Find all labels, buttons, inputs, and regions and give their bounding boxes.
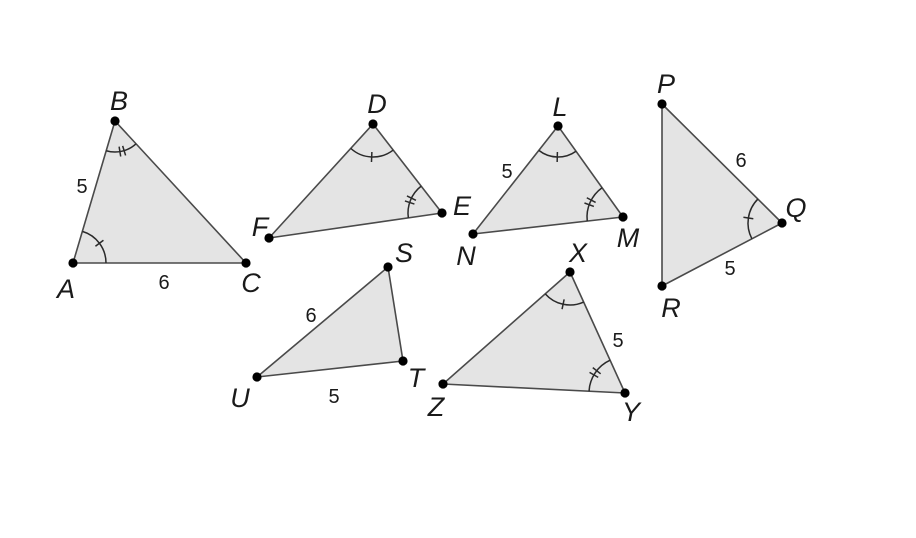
angle-tick-y-2 <box>592 367 602 375</box>
triangle-shape-lmn <box>472 125 624 235</box>
side-label-ut: 5 <box>328 386 339 408</box>
vertex-label-m: M <box>617 223 640 253</box>
vertex-label-t: T <box>408 363 427 393</box>
triangle-pqr: P Q R 6 5 <box>657 69 807 323</box>
triangle-lmn: L M N 5 <box>456 92 640 271</box>
vertex-label-b: B <box>110 86 128 116</box>
vertex-point-z <box>438 379 448 389</box>
vertex-label-q: Q <box>785 193 806 223</box>
vertex-label-a: A <box>55 274 75 304</box>
vertex-label-n: N <box>456 241 476 271</box>
angle-tick-a-1 <box>94 239 104 247</box>
triangle-shape-def <box>268 123 443 239</box>
vertex-label-x: X <box>568 238 588 268</box>
side-label-ab: 5 <box>76 176 87 198</box>
vertex-point-c <box>241 258 251 268</box>
angle-arc-b <box>105 143 137 153</box>
vertex-point-b <box>110 116 120 126</box>
triangle-def: D E F <box>252 89 472 243</box>
vertex-label-y: Y <box>622 397 642 427</box>
side-label-xy: 5 <box>612 330 623 352</box>
side-label-pq: 6 <box>735 150 746 172</box>
triangle-shape-xyz <box>442 271 626 394</box>
angle-tick-q-1 <box>743 216 754 220</box>
angle-tick-e-2 <box>406 195 417 201</box>
triangle-shape-stu <box>256 266 404 378</box>
angle-arc-m <box>586 187 603 222</box>
vertex-label-e: E <box>453 191 472 221</box>
vertex-point-a <box>68 258 78 268</box>
angle-tick-e-1 <box>404 200 415 205</box>
side-label-nl: 5 <box>501 161 512 183</box>
vertex-label-p: P <box>657 69 675 99</box>
triangle-shape-pqr <box>661 103 783 287</box>
angle-tick-b-1 <box>121 145 127 156</box>
vertex-label-r: R <box>661 293 681 323</box>
vertex-label-d: D <box>367 89 387 119</box>
side-label-us: 6 <box>305 305 316 327</box>
vertex-point-p <box>657 99 667 109</box>
triangle-abc: A B C 5 6 <box>55 86 261 304</box>
vertex-point-x <box>565 267 575 277</box>
triangle-shape-abc <box>72 120 247 264</box>
vertex-label-u: U <box>230 383 250 413</box>
vertex-point-n <box>468 229 478 239</box>
vertex-point-t <box>398 356 408 366</box>
vertex-point-m <box>618 212 628 222</box>
side-label-qr: 5 <box>724 258 735 280</box>
vertex-label-s: S <box>395 238 413 268</box>
vertex-point-r <box>657 281 667 291</box>
angle-tick-b-2 <box>118 146 122 157</box>
vertex-label-l: L <box>552 92 567 122</box>
side-label-ac: 6 <box>158 272 169 294</box>
triangle-stu: S T U 6 5 <box>230 238 427 413</box>
angle-tick-m-2 <box>586 197 596 204</box>
angle-arc-e <box>407 185 422 218</box>
vertex-point-y <box>620 388 630 398</box>
angle-tick-x-1 <box>561 299 565 310</box>
vertex-point-s <box>383 262 393 272</box>
triangle-xyz: X Y Z 5 <box>427 238 642 427</box>
vertex-label-f: F <box>252 212 270 242</box>
vertex-point-u <box>252 372 262 382</box>
angle-arc-y <box>588 359 611 392</box>
vertex-point-q <box>777 218 787 228</box>
vertex-label-c: C <box>241 268 261 298</box>
vertex-point-e <box>437 208 447 218</box>
vertex-point-l <box>553 121 563 131</box>
vertex-label-z: Z <box>427 392 446 422</box>
vertex-point-d <box>368 119 378 129</box>
vertex-point-f <box>264 233 274 243</box>
angle-tick-y-1 <box>589 371 599 379</box>
angle-tick-m-1 <box>584 202 595 208</box>
